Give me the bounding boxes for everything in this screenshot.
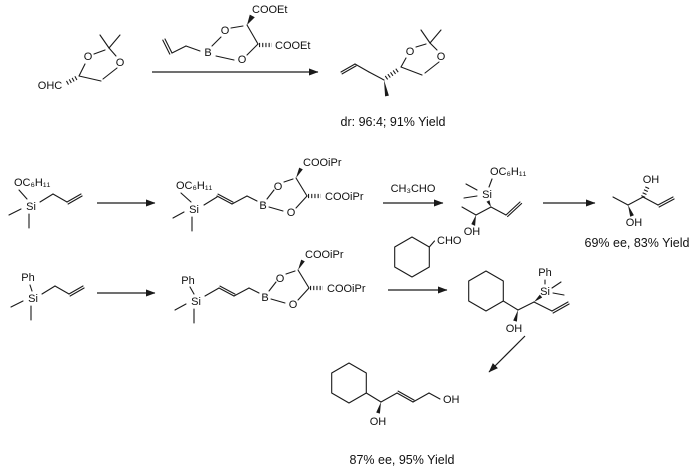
ester-label: COOEt: [275, 40, 310, 52]
homoallyl-acetonide-product: O O: [340, 29, 446, 97]
ring-oxygen-label: O: [287, 207, 296, 219]
wedge-bond-to-oh: [628, 205, 634, 217]
tartrate-allylboronate-cooet: B O O COOEt COOEt: [162, 4, 310, 66]
reaction3-caption: 87% ee, 95% Yield: [350, 453, 455, 467]
ring-oxygen-label: O: [238, 54, 247, 66]
reaction1-caption: dr: 96:4; 91% Yield: [341, 115, 446, 129]
hydroxyl-label: OH: [506, 323, 523, 335]
aldehyde-label: OHC: [38, 80, 63, 92]
silicon-label: Si: [28, 293, 38, 305]
cyclohexyl-butenediol: OH OH: [331, 362, 460, 428]
wedge-bond: [298, 259, 305, 270]
phenyl-label: Ph: [538, 267, 551, 279]
ester-label: COOiPr: [327, 283, 366, 295]
ring-oxygen-label: O: [276, 273, 285, 285]
wedge-bond-to-oh: [513, 310, 518, 322]
silicon-label: Si: [540, 286, 550, 298]
aldehyde-label: CHO: [437, 235, 462, 247]
silicon-label: Si: [482, 189, 492, 201]
cyclohexyl-silyl-alcohol: OH Si Ph: [468, 267, 570, 335]
wedge-bond: [296, 167, 303, 178]
silicon-label: Si: [26, 201, 36, 213]
hydroxyl-label: OH: [464, 226, 481, 238]
ester-label: COOiPr: [325, 191, 364, 203]
cyclohexyloxy-allylsilane: OC₆H₁₁ Si: [8, 177, 83, 229]
phenyl-allylsilane: Ph Si: [10, 272, 85, 321]
ring-oxygen-label: O: [289, 299, 298, 311]
reaction2-caption: 69% ee, 83% Yield: [585, 236, 690, 250]
ring-oxygen-label: O: [406, 46, 415, 58]
glyceraldehyde-acetonide: OHC O O: [38, 34, 125, 92]
silyl-homoallyl-alcohol: OC₆H₁₁ Si OH: [461, 166, 527, 238]
pentenediol-product: OH OH: [612, 174, 675, 229]
hashed-bond: [384, 67, 401, 80]
cyclohexane-ring: [331, 362, 367, 404]
cyclohexane-ring: [468, 270, 504, 312]
reaction3-arrow-3: [488, 335, 526, 373]
silicon-label: Si: [189, 204, 199, 216]
ring-oxygen-label: O: [274, 181, 283, 193]
ring-oxygen-label: O: [116, 57, 125, 69]
wedge-bond-to-si: [534, 294, 543, 302]
boron-label: B: [261, 292, 268, 304]
silicon-label: Si: [191, 296, 201, 308]
wedge-bond-to-oh: [471, 215, 476, 226]
hydroxyl-label: OH: [443, 394, 460, 406]
silyl-allylboronate-cooipr: OC₆H₁₁ Si B O O COOiPr COOiPr: [172, 157, 364, 232]
ring-oxygen-label: O: [221, 25, 230, 37]
cyclohexanecarbaldehyde: CHO: [394, 235, 462, 278]
cyclohexane-ring: [394, 236, 430, 278]
wedge-bond: [247, 14, 255, 25]
ester-label: COOEt: [252, 4, 287, 16]
wedge-bond-to-oh: [376, 402, 381, 414]
wedge-bond-to-si: [486, 200, 491, 207]
hydroxyl-label: OH: [643, 174, 660, 186]
cyclohexyloxy-label: OC₆H₁₁: [14, 177, 51, 189]
acetaldehyde-reagent-label: CH₃CHO: [391, 183, 436, 195]
ring-oxygen-label: O: [437, 51, 446, 63]
hashed-bond: [65, 75, 80, 85]
ester-label: COOiPr: [303, 157, 342, 169]
wedge-methyl: [384, 80, 389, 97]
phenylsilyl-allylboronate-cooipr: Ph Si B O O COOiPr COOiPr: [174, 249, 366, 324]
cyclohexyloxy-label: OC₆H₁₁: [490, 166, 527, 178]
cyclohexyloxy-label: OC₆H₁₁: [176, 180, 213, 192]
ester-label: COOiPr: [305, 249, 344, 261]
ring-oxygen-label: O: [84, 51, 93, 63]
phenyl-label: Ph: [21, 272, 34, 284]
hydroxyl-label: OH: [626, 217, 643, 229]
boron-label: B: [259, 200, 266, 212]
hydroxyl-label: OH: [370, 416, 387, 428]
boron-label: B: [204, 47, 211, 59]
phenyl-label: Ph: [181, 275, 194, 287]
hashed-bond-to-oh: [641, 185, 650, 198]
